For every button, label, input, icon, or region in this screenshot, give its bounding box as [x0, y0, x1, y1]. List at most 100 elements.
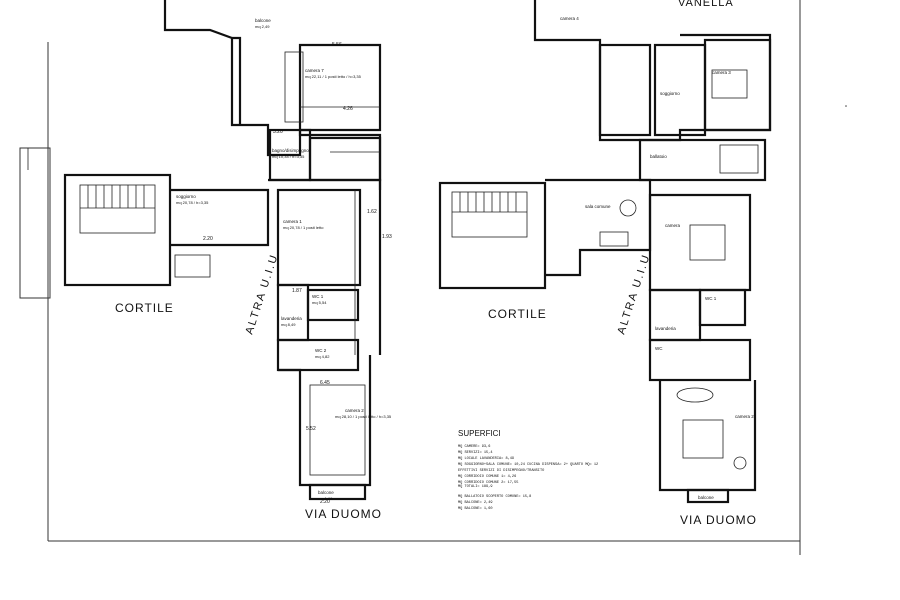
- right-lavanderia: [648, 288, 702, 342]
- left-street-label: VIA DUOMO: [305, 507, 382, 521]
- right-soggiorno: [653, 43, 707, 137]
- left-room-detail: mq 1,60: [318, 496, 333, 501]
- surfaces-line: MQ SERVIZI= 15,4: [458, 451, 493, 455]
- left-room-detail: mq 4,82: [315, 354, 330, 359]
- left-small-room: [174, 254, 211, 278]
- left-dimension: 2.20: [320, 499, 330, 505]
- left-dimension: 5.52: [306, 426, 316, 432]
- right-camera4: [598, 43, 652, 137]
- surfaces-line: MQ TOTALI= 189,9: [458, 485, 493, 489]
- right-service-band: [638, 138, 767, 182]
- left-dimension: 5.56: [332, 42, 342, 48]
- left-bottom-balcony: [308, 483, 367, 501]
- left-service-block: [308, 136, 382, 182]
- right-bed-2: [682, 419, 724, 459]
- left-soggiorno-walls: [170, 188, 270, 247]
- left-room-label: balcone: [255, 18, 271, 23]
- left-adjacent-unit-label: ALTRA U.I.U.: [243, 247, 282, 336]
- frame-left-box: [19, 147, 51, 299]
- left-room-detail: mq 10,34 / h=3,35: [272, 154, 305, 159]
- right-table: [619, 199, 637, 217]
- left-east-wall: [268, 178, 382, 355]
- left-dimension: 1.87: [292, 288, 302, 294]
- surfaces-legend: SUPERFICI MQ CAMERE= 93,6 MQ SERVIZI= 15…: [458, 429, 598, 511]
- surfaces-line: MQ LOCALE LAVANDERIA= 8,49: [458, 457, 514, 461]
- left-room-detail: mq 2,49: [255, 24, 270, 29]
- surfaces-line: MQ CORRIDOIO COMUNE 2= 17,55: [458, 481, 518, 485]
- left-dimension: 4.26: [343, 106, 353, 112]
- right-courtyard-label: CORTILE: [488, 307, 547, 321]
- scan-speck: [845, 105, 847, 107]
- left-room-label: bagno/disimpegno: [272, 148, 309, 153]
- surfaces-line: EFFETTIVI SERVIZI DI DISIMPEGNO/TRANSITO: [458, 468, 544, 473]
- left-room-label: camera 2: [345, 408, 364, 413]
- right-wc1: [698, 288, 747, 327]
- left-room-label: balcone: [318, 490, 334, 495]
- left-room-detail: mq 20,78 / h=3,35: [176, 200, 209, 205]
- right-sala-walls: [545, 178, 652, 277]
- left-room-detail: mq 5,54: [312, 300, 327, 305]
- left-floor-plan: [63, 0, 382, 501]
- left-dimension: 1.62: [367, 209, 377, 215]
- right-camera2-walls: [658, 380, 757, 492]
- right-stair-treads: [452, 192, 527, 213]
- left-room-label: camera 1: [283, 219, 302, 224]
- right-stair-outer: [438, 181, 547, 290]
- left-dimension: 2.20: [203, 236, 213, 242]
- right-bed-3: [711, 69, 748, 99]
- right-adjacent-unit-label: ALTRA U.I.U.: [615, 247, 654, 336]
- right-room-label: WC 1: [705, 296, 717, 301]
- right-wc-block: [648, 338, 752, 382]
- left-dimension: 6.45: [320, 380, 330, 386]
- left-stair-outer: [63, 173, 172, 287]
- surfaces-line: MQ BALCONE= 1,60: [458, 507, 493, 511]
- right-camera: [648, 193, 752, 292]
- right-room-label: soggiorno: [660, 91, 680, 96]
- left-closet: [284, 51, 304, 123]
- right-chair: [733, 456, 747, 470]
- right-room-label: camera 4: [560, 16, 579, 21]
- right-street-label: VIA DUOMO: [680, 513, 757, 527]
- left-room-label: camera 7: [305, 68, 324, 73]
- surfaces-line: MQ CAMERE= 93,6: [458, 445, 490, 449]
- right-room-label: balcone: [698, 495, 714, 500]
- left-room-detail: mq 8,49: [281, 322, 296, 327]
- left-room-label: WC 1: [312, 294, 324, 299]
- right-stair-core: [451, 191, 528, 238]
- left-dimension: 1.93: [382, 234, 392, 240]
- right-bed-main: [689, 224, 726, 261]
- left-stair-core: [79, 184, 156, 234]
- right-bathtub: [676, 387, 714, 403]
- left-wc2: [276, 338, 360, 372]
- left-room-label: WC 2: [315, 348, 327, 353]
- surfaces-line: MQ BALCONE= 2,49: [458, 501, 493, 505]
- left-dimension: 3.20: [273, 129, 283, 135]
- right-top-street-label: VANELLA: [678, 0, 734, 9]
- right-room-label: camera 2: [735, 414, 754, 419]
- right-room-label: ballatoio: [650, 154, 667, 159]
- right-floor-plan: [438, 0, 772, 504]
- left-room-detail: mq 22,11 / 1 posti letto / h=3,35: [305, 74, 362, 79]
- left-stair-treads: [80, 185, 155, 209]
- left-camera1: [276, 188, 362, 287]
- right-wc-top: [719, 144, 759, 174]
- right-sofa: [599, 231, 629, 247]
- surfaces-line: MQ SOGGIORNO+SALA COMUNE= 10,24 CUCINA D…: [458, 463, 598, 467]
- left-room-label: soggiorno: [176, 194, 196, 199]
- left-camera2-inner: [309, 384, 366, 476]
- left-wc1: [306, 288, 360, 322]
- surfaces-title: SUPERFICI: [458, 429, 501, 438]
- left-upper-wing-walls: [163, 0, 382, 157]
- left-camera2-walls: [278, 355, 372, 487]
- right-room-label: camera 3: [712, 70, 731, 75]
- right-room-label: camera: [665, 223, 681, 228]
- left-upper-wall-inner: [232, 36, 242, 125]
- left-room-detail: mq 20,78 / 1 posti letto: [283, 225, 324, 230]
- right-camera3: [703, 38, 772, 132]
- left-room-label: lavanderia: [281, 316, 302, 321]
- right-room-label: sala comune: [585, 204, 611, 209]
- left-courtyard-label: CORTILE: [115, 301, 174, 315]
- right-room-label: WC: [655, 346, 663, 351]
